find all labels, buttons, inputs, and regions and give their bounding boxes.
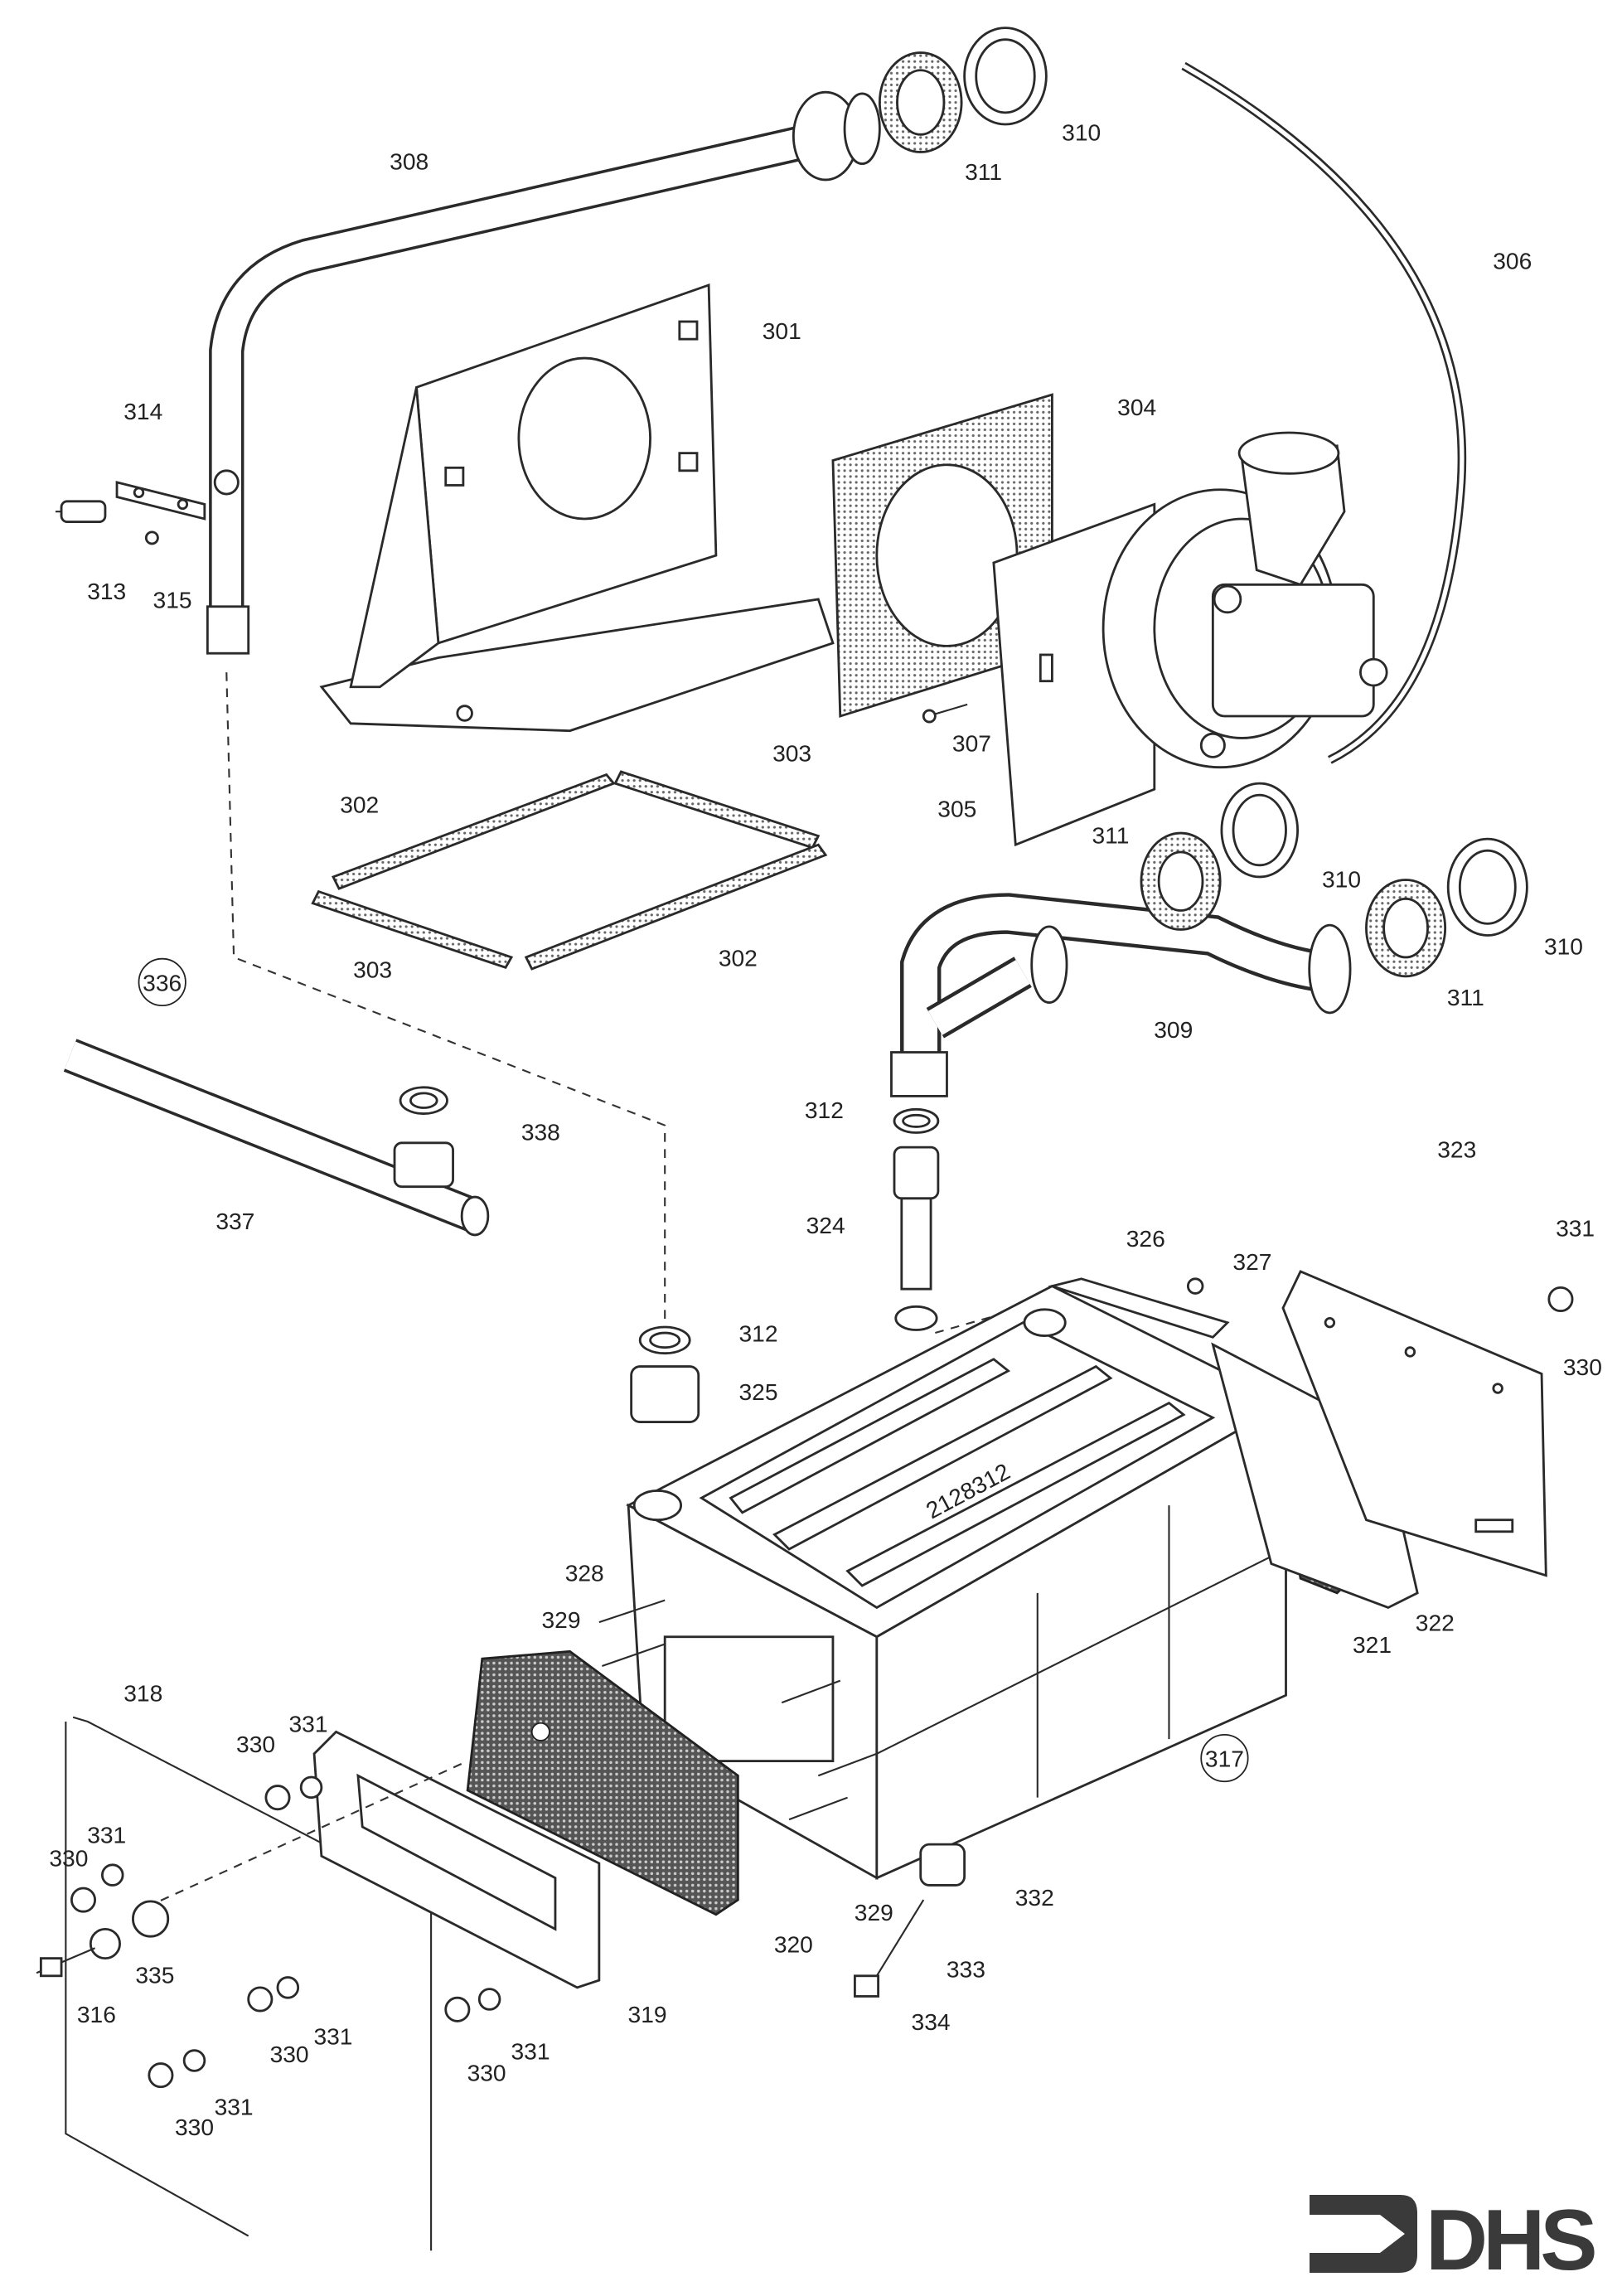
part-label-312: 312 [739,1320,778,1347]
part-label-331: 331 [215,2093,254,2119]
part-label-331: 331 [288,1710,327,1737]
connector-324 [893,1146,940,1331]
part-label-335: 335 [135,1962,174,1988]
part-label-337: 337 [215,1208,254,1234]
part-label-330: 330 [236,1731,275,1757]
part-label-306: 306 [1493,248,1532,274]
part-label-323: 323 [1437,1136,1476,1162]
sealing-ring-311 [878,51,963,153]
part-label-330: 330 [467,2060,506,2086]
callout-circle [1200,1733,1249,1783]
part-label-338: 338 [521,1118,560,1145]
part-label-322: 322 [1416,1610,1455,1636]
bracket-326 [1048,1277,1230,1339]
part-label-321: 321 [1353,1631,1392,1658]
union-325 [630,1365,700,1423]
part-label-313: 313 [87,578,126,604]
part-label-304: 304 [1117,394,1156,420]
part-label-333: 333 [947,1956,985,1983]
part-label-329: 329 [542,1606,581,1633]
part-label-310: 310 [1544,932,1583,959]
part-label-301: 301 [763,317,801,344]
callout-circle [138,957,186,1006]
nut-330-right [1547,1286,1574,1312]
o-ring-310 [963,27,1048,126]
part-label-303: 303 [772,740,811,767]
o-ring-310-b [1220,782,1300,879]
part-label-336: 336 [143,969,182,995]
part-label-327: 327 [1232,1248,1271,1275]
part-label-332: 332 [1015,1884,1054,1911]
sealing-ring-311-b [1140,831,1222,931]
studs-328-329 [598,1599,878,1821]
part-label-310: 310 [1062,119,1101,145]
part-label-331: 331 [1556,1215,1595,1242]
part-label-308: 308 [390,148,428,175]
part-label-331: 331 [313,2023,352,2050]
tube-337 [63,1039,490,1237]
part-label-307: 307 [952,729,991,756]
part-label-329: 329 [855,1899,893,1925]
callout-labels: 308 311 310 306 301 304 314 313 315 303 307 302 305 3… [49,119,1602,2140]
pipe-309 [890,893,1352,1097]
part-label-319: 319 [628,2001,667,2027]
bracket-301 [319,283,835,733]
part-label-331: 331 [511,2037,550,2064]
screw-307 [922,703,968,724]
rod-333-334 [853,1899,925,1998]
logo-arrow-icon [1310,2195,1417,2273]
part-label-330: 330 [1563,1354,1602,1380]
sensor-313 [55,500,107,523]
screw-327 [1186,1277,1204,1295]
heat-exchanger-317: 2128312 [626,1285,1289,1881]
part-label-320: 320 [774,1931,813,1958]
pipe-308 [206,90,881,655]
part-label-330: 330 [49,1845,88,1872]
part-label-316: 316 [77,2001,116,2027]
logo-text: DHS [1426,2192,1595,2279]
part-label-331: 331 [87,1821,126,1848]
part-label-311: 311 [1447,984,1484,1010]
electrode-335-316 [36,1900,170,1978]
gasket-320 [466,1649,739,1916]
part-label-324: 324 [806,1212,845,1238]
gasket-strips-302-303 [311,770,828,971]
dhs-logo: DHS [1301,2188,1608,2279]
part-label-314: 314 [123,398,162,424]
plug-332 [919,1843,966,1887]
part-label-325: 325 [739,1378,778,1405]
thermostat-bracket-314 [115,481,206,521]
frame-319 [312,1730,601,1989]
part-label-318: 318 [123,1679,162,1706]
part-label-309: 309 [1154,1016,1193,1043]
part-label-302: 302 [340,791,379,817]
part-label-303: 303 [353,957,392,983]
part-label-317: 317 [1205,1746,1244,1772]
part-label-312: 312 [805,1097,844,1123]
part-label-330: 330 [270,2041,309,2067]
washer-312 [893,1107,940,1134]
gasket-304 [831,393,1053,718]
washer-338 [399,1086,448,1115]
part-label-311: 311 [965,158,1002,185]
o-ring-310-c [1446,837,1528,937]
part-label-328: 328 [565,1560,604,1586]
part-label-310: 310 [1322,865,1361,892]
part-label-334: 334 [912,2008,951,2035]
sealing-ring-311-c [1365,879,1447,978]
cover-plate-318 [65,1716,433,2251]
part-label-302: 302 [719,944,758,971]
part-label-315: 315 [153,587,192,613]
side-panel-323 [1281,1270,1547,1577]
part-label-305: 305 [937,796,976,822]
nuts-washers-330-331 [70,1775,501,2089]
washer-312-b [638,1325,691,1355]
part-label-326: 326 [1126,1225,1165,1252]
screw-315 [144,530,159,545]
part-label-330: 330 [175,2114,214,2140]
fan-assembly-305 [992,431,1388,847]
part-label-311: 311 [1092,821,1129,848]
